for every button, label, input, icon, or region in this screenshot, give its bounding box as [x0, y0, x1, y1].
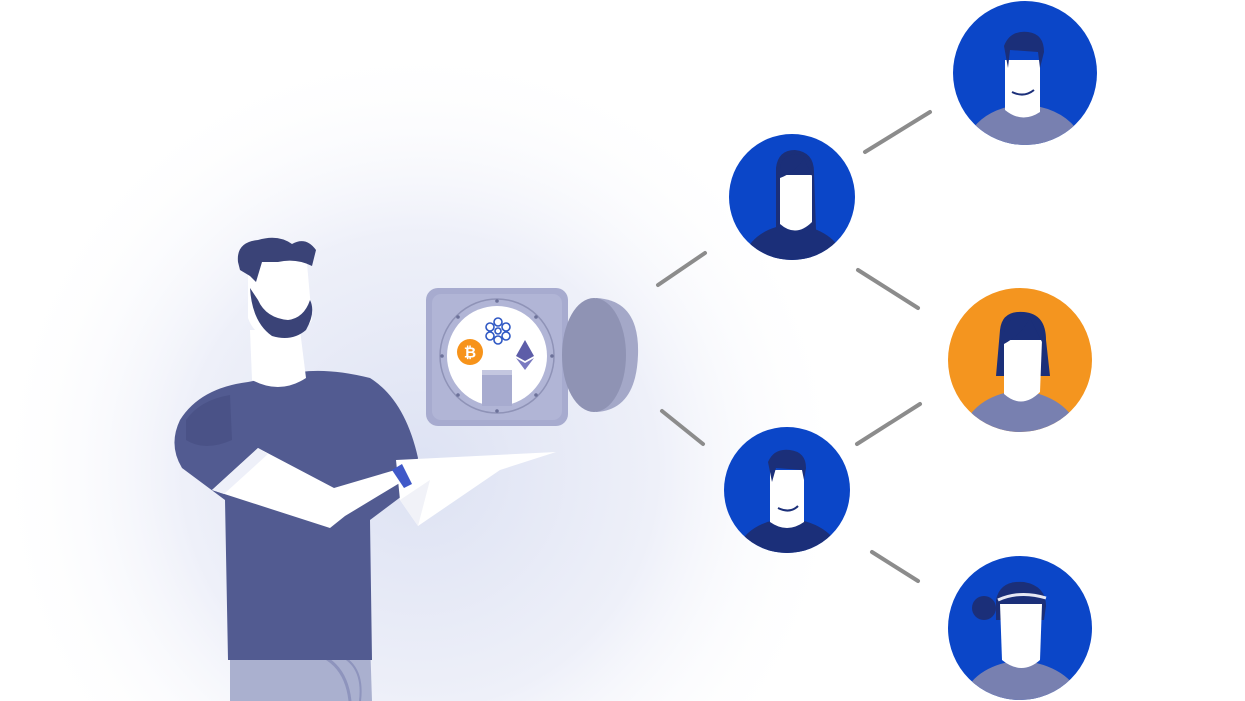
connector-upper-to-orange	[856, 268, 920, 310]
person-arm	[212, 448, 408, 528]
svg-text:₿: ₿	[464, 344, 476, 362]
safe-opening	[447, 306, 547, 406]
avatar-man-top-icon	[953, 1, 1097, 145]
connector-lower-to-orange	[855, 402, 922, 446]
network-coin-icon	[485, 317, 511, 345]
person-cuff	[392, 464, 412, 488]
safe-door	[562, 298, 626, 412]
avatar-woman-upper-icon	[729, 134, 855, 260]
connector-upper-to-top	[863, 110, 932, 154]
vault-icon: ₿	[426, 288, 639, 426]
person-illustration	[174, 237, 556, 701]
safe-stack	[482, 370, 512, 406]
avatar-man-lower-icon	[724, 427, 850, 553]
connector-lower-to-bottom	[870, 550, 920, 583]
connector-safe-to-lower	[660, 409, 705, 446]
person-beard	[250, 288, 313, 338]
avatar-woman-orange-icon	[948, 288, 1092, 432]
ethereum-icon	[516, 340, 534, 370]
connector-safe-to-upper	[656, 251, 707, 287]
person-hand-tray	[396, 452, 556, 526]
network-connectors	[656, 110, 932, 583]
person-neck	[250, 330, 306, 388]
safe-opening-ring	[439, 298, 555, 414]
bitcoin-icon: ₿	[457, 339, 483, 365]
person-hair	[237, 237, 316, 282]
avatar-woman-bottom-icon	[948, 556, 1092, 700]
